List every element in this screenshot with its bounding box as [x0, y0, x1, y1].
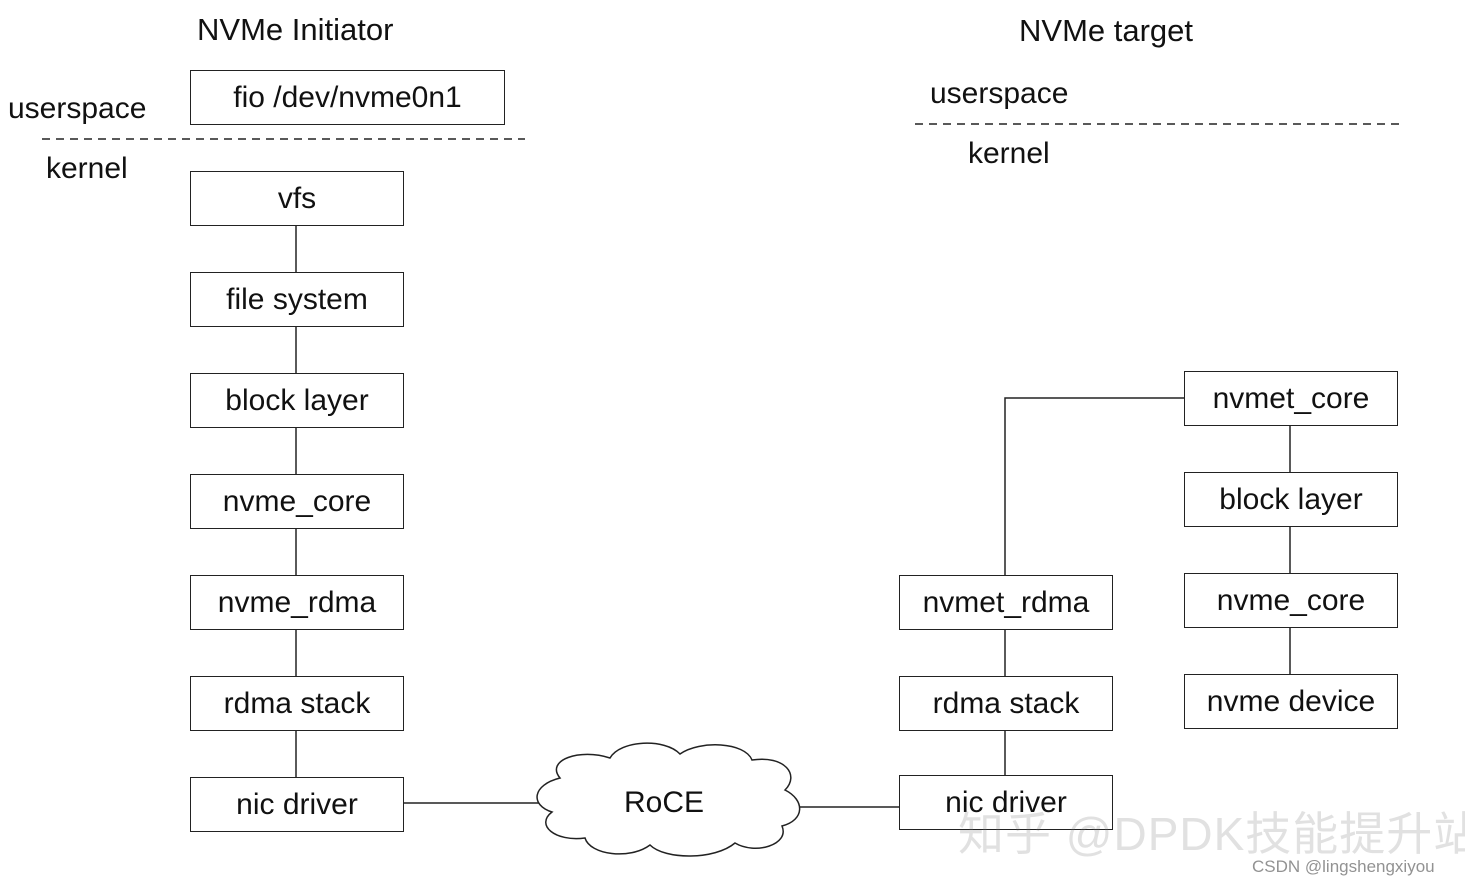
target-rdma-stack-box: rdma stack	[899, 676, 1113, 731]
target-kernel-label: kernel	[968, 137, 1050, 170]
zhihu-watermark: 知乎 @DPDK技能提升站	[958, 808, 1465, 860]
target-userspace-label: userspace	[930, 77, 1069, 110]
initiator-file-system-box: file system	[190, 272, 404, 327]
initiator-rdma-stack-box: rdma stack	[190, 676, 404, 731]
initiator-nic-driver-box: nic driver	[190, 777, 404, 832]
roce-cloud	[536, 742, 801, 857]
target-nic-driver-box: nic driver	[899, 775, 1113, 830]
initiator-nvme-core-box: nvme_core	[190, 474, 404, 529]
target-title: NVMe target	[1019, 13, 1194, 48]
initiator-title: NVMe Initiator	[197, 12, 394, 47]
initiator-block-layer-box: block layer	[190, 373, 404, 428]
target-nvmet-rdma-box: nvmet_rdma	[899, 575, 1113, 630]
fio-app-box: fio /dev/nvme0n1	[190, 70, 505, 125]
nvmet-rdma-to-core-link	[1004, 397, 1184, 575]
initiator-userspace-label: userspace	[8, 92, 147, 125]
initiator-kernel-label: kernel	[46, 152, 128, 185]
csdn-credit-watermark: CSDN @lingshengxiyou	[1252, 857, 1435, 876]
target-nvmet-core-box: nvmet_core	[1184, 371, 1398, 426]
target-nvme-core-box: nvme_core	[1184, 573, 1398, 628]
roce-label: RoCE	[624, 786, 705, 819]
target-nvme-device-box: nvme device	[1184, 674, 1398, 729]
initiator-nvme-rdma-box: nvme_rdma	[190, 575, 404, 630]
initiator-vfs-box: vfs	[190, 171, 404, 226]
target-block-layer-box: block layer	[1184, 472, 1398, 527]
